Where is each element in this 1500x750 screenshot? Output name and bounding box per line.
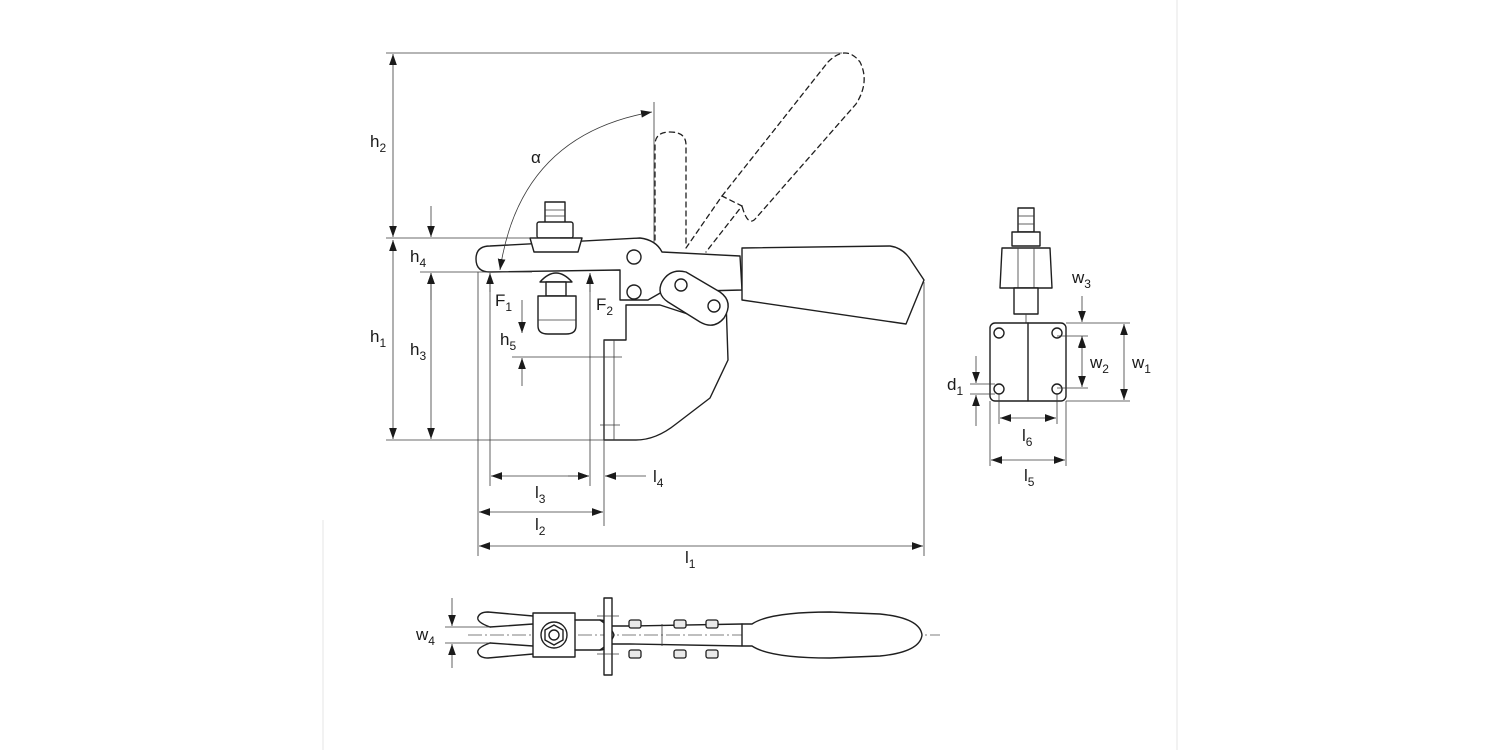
label-h5: h5 xyxy=(500,330,516,353)
front-view: w3 w2 w1 d1 l6 l5 xyxy=(947,207,1151,489)
top-view: w4 xyxy=(415,597,940,676)
fork-tip-lower xyxy=(477,642,491,654)
pivot-pin-5 xyxy=(705,619,719,629)
label-h3: h3 xyxy=(410,340,426,363)
label-l2: l2 xyxy=(535,515,546,538)
pivot-pin-2 xyxy=(628,649,642,659)
label-l4: l4 xyxy=(653,467,664,490)
pivot-pin-1 xyxy=(628,619,642,629)
pressure-stem xyxy=(545,281,567,297)
pivot-pin-6 xyxy=(705,649,719,659)
fork-tip-upper xyxy=(477,616,491,628)
lever-open-position-dashed xyxy=(654,52,865,253)
hex-nut xyxy=(536,221,574,239)
top-arm-lower xyxy=(574,643,743,651)
label-l6: l6 xyxy=(1022,426,1033,449)
label-w1: w1 xyxy=(1131,353,1151,376)
front-nut xyxy=(1011,231,1041,247)
top-hex-nut xyxy=(544,624,564,646)
fork-arm-lower-inner xyxy=(489,642,534,647)
label-h2: h2 xyxy=(370,132,386,155)
extension-lines xyxy=(386,52,925,556)
label-h4: h4 xyxy=(410,247,426,270)
spindle-thread xyxy=(544,201,566,225)
front-spindle-body xyxy=(1013,287,1039,315)
front-dimension-lines xyxy=(972,296,1128,464)
label-l3: l3 xyxy=(535,483,546,506)
label-F2: F2 xyxy=(596,295,613,318)
fork-arm-upper xyxy=(477,611,534,618)
mounting-hole-tl xyxy=(993,327,1005,339)
top-base-flange xyxy=(603,597,613,676)
fork-arm-upper-inner xyxy=(489,623,534,628)
label-d1: d1 xyxy=(947,375,963,398)
label-alpha: α xyxy=(531,148,541,167)
side-view: h2 h1 h4 h3 h5 F1 F2 α l3 l4 l2 l1 xyxy=(370,52,925,571)
dim-alpha-arc xyxy=(497,110,653,271)
link-pivot-hole-a xyxy=(674,278,688,292)
front-spindle-thread xyxy=(1017,207,1035,233)
label-h1: h1 xyxy=(370,327,386,350)
front-extension-lines xyxy=(970,322,1130,466)
top-nut-outer xyxy=(540,621,568,649)
top-spindle-end xyxy=(548,629,560,641)
fork-arm-lower xyxy=(477,652,534,659)
handle-grip xyxy=(741,245,925,325)
label-w4: w4 xyxy=(415,625,435,648)
pivot-pin-3 xyxy=(673,619,687,629)
pivot-pin-4 xyxy=(673,649,687,659)
label-F1: F1 xyxy=(495,291,512,314)
pressure-cap xyxy=(539,272,573,283)
dimension-lines xyxy=(389,54,923,550)
label-l5: l5 xyxy=(1024,466,1035,489)
front-arm-fork xyxy=(999,247,1053,289)
label-w2: w2 xyxy=(1089,353,1109,376)
washer xyxy=(529,237,583,253)
label-l1: l1 xyxy=(685,548,696,571)
label-w3: w3 xyxy=(1071,268,1091,291)
mounting-hole-tr xyxy=(1051,327,1063,339)
link-pivot-hole-b xyxy=(707,299,721,313)
arm-pivot-hole-lower xyxy=(626,284,642,300)
top-handle-grip xyxy=(741,611,923,659)
pressure-pad xyxy=(537,295,577,335)
